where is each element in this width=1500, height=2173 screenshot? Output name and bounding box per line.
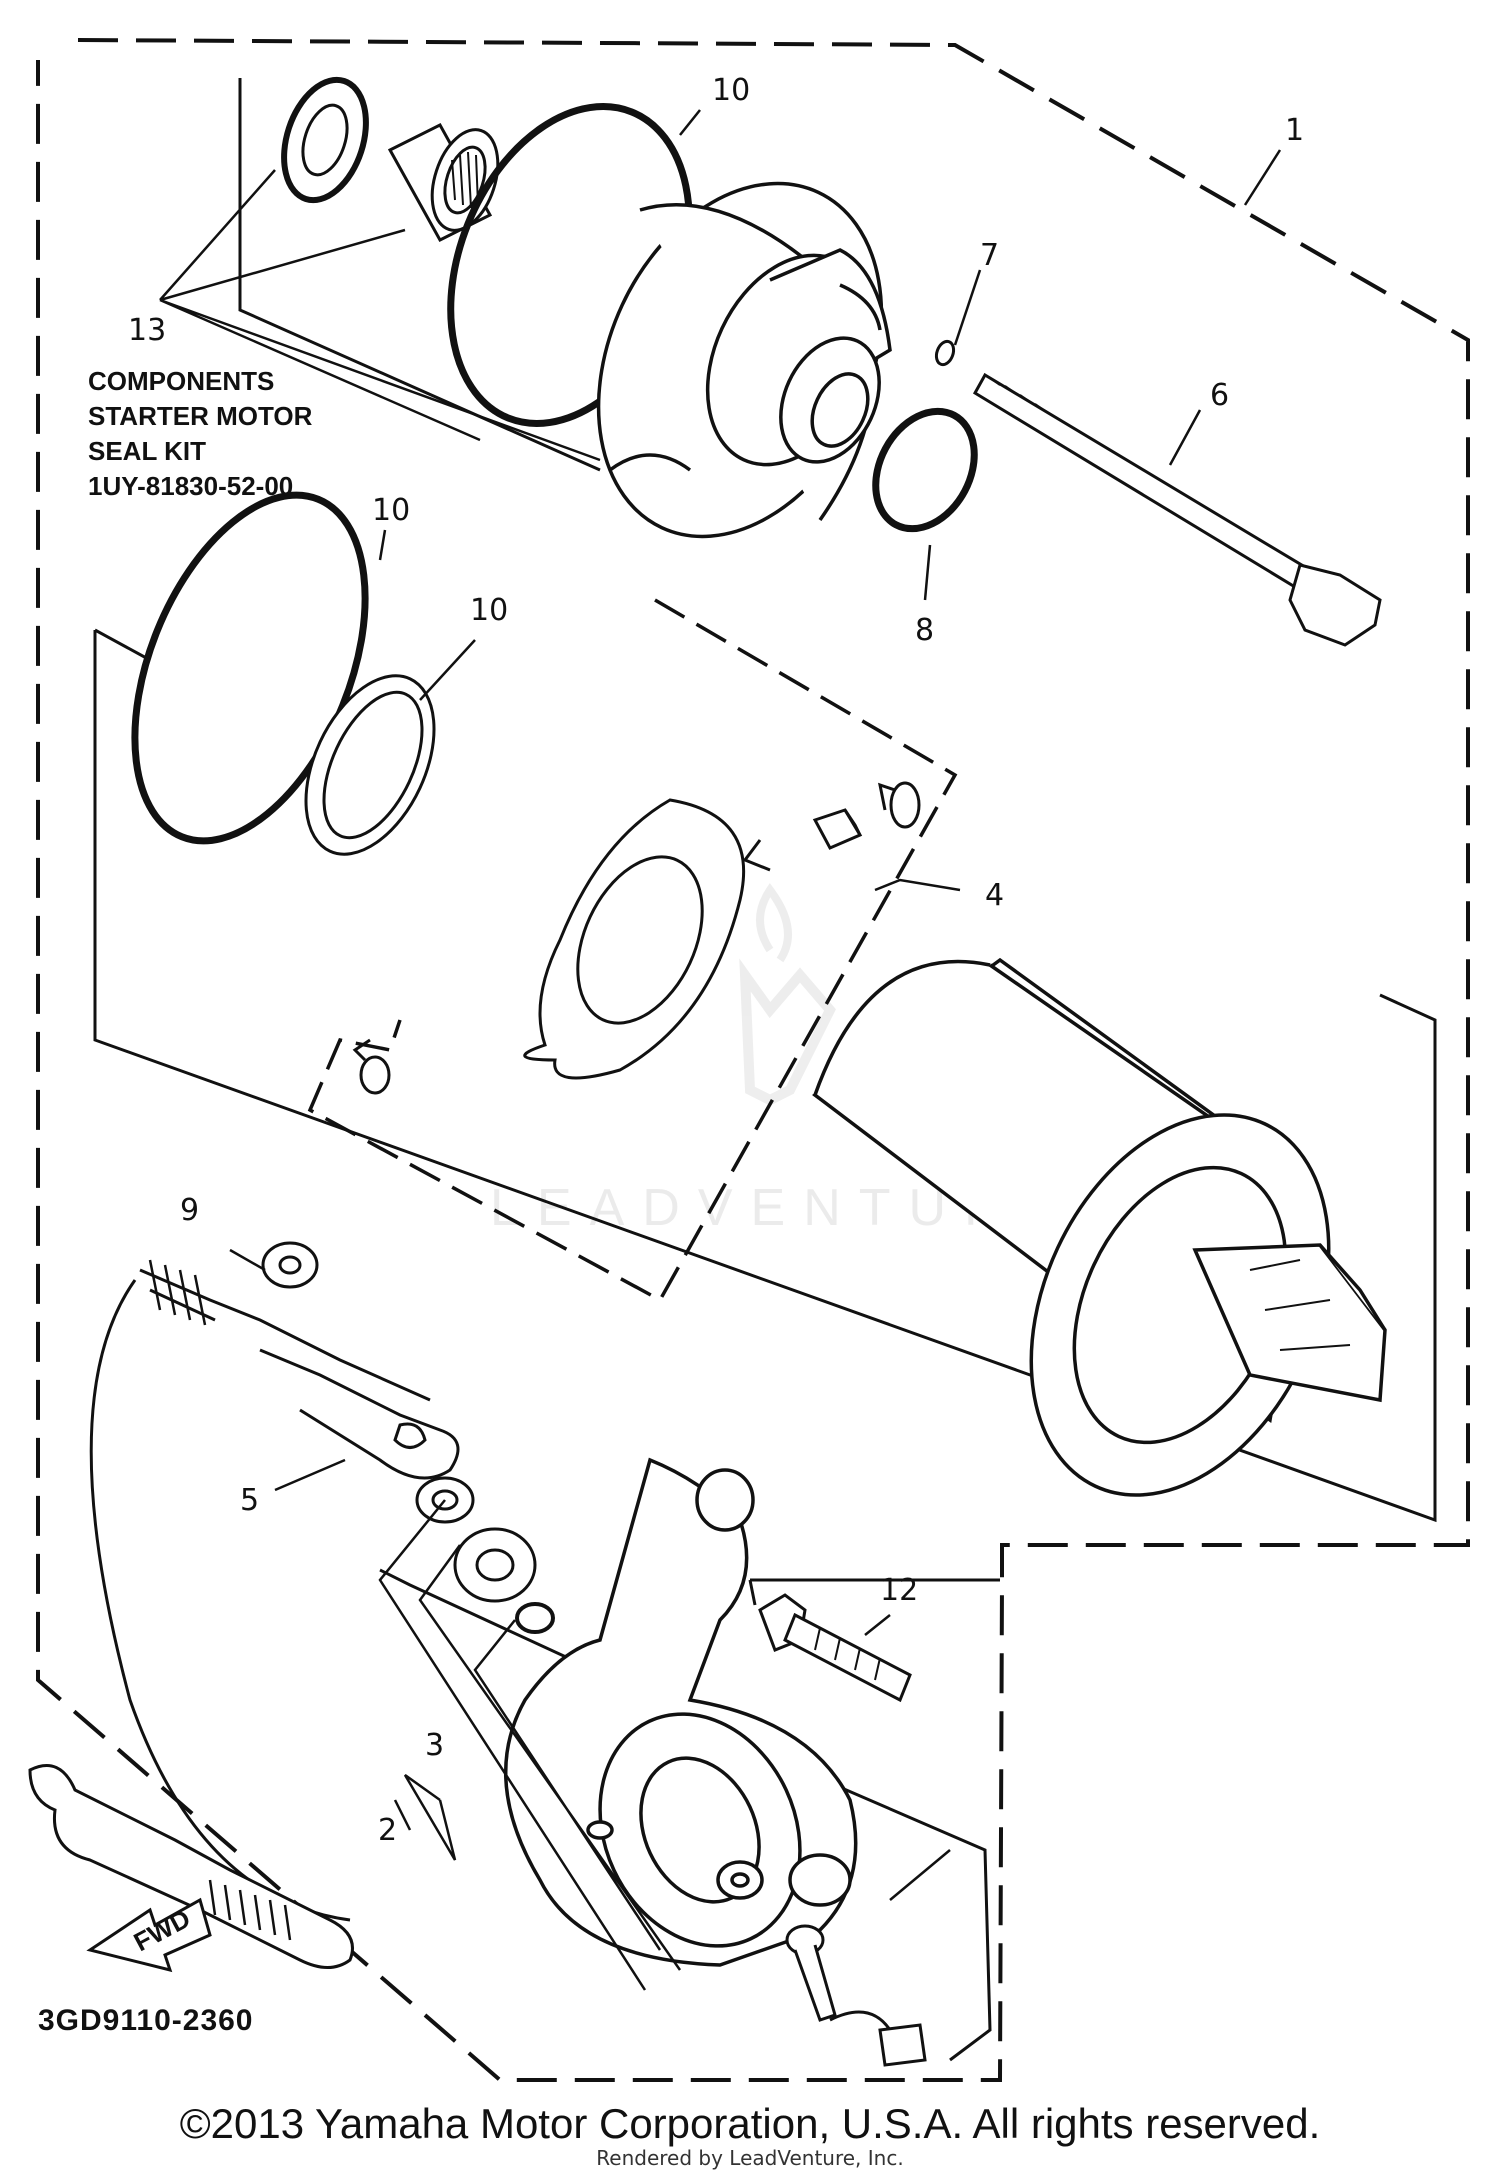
copyright-text: ©2013 Yamaha Motor Corporation, U.S.A. A…	[180, 2100, 1321, 2147]
fwd-arrow: FWD	[86, 1897, 212, 1973]
kit-line-3: SEAL KIT	[88, 436, 206, 466]
callout-1: 1	[1285, 113, 1304, 148]
diagram-code: 3GD9110-2360	[38, 2004, 254, 2037]
lead-wire	[89, 1259, 460, 1922]
callout-12: 12	[880, 1573, 918, 1608]
o-ring-small	[934, 339, 956, 367]
bolt-12	[758, 1593, 912, 1703]
brush-spring-top	[878, 781, 921, 829]
callout-5: 5	[240, 1483, 259, 1518]
rendered-by-text: Rendered by LeadVenture, Inc.	[596, 2146, 903, 2170]
bushing	[453, 1527, 537, 1603]
callout-8: 8	[915, 613, 934, 648]
through-bolt	[972, 372, 1382, 647]
callout-2: 2	[378, 1813, 397, 1848]
callout-4: 4	[985, 878, 1004, 913]
callout-13: 13	[128, 313, 166, 348]
assembly-outline	[36, 38, 1470, 2082]
washer	[304, 674, 436, 856]
leader-lines	[159, 109, 1282, 1991]
terminal-bolt	[785, 1924, 927, 2067]
callout-10-top: 10	[712, 73, 750, 108]
oil-seal	[281, 76, 369, 204]
seal-kit-note: COMPONENTS STARTER MOTOR SEAL KIT 1UY-81…	[88, 366, 313, 501]
callout-3: 3	[425, 1728, 444, 1763]
small-o-ring	[515, 1602, 555, 1634]
yoke-housing	[812, 957, 1387, 1497]
nut-9	[261, 1241, 319, 1289]
callout-labels: 10 1 7 6 13 8 10 10 4 9 5 12 3 2	[128, 73, 1304, 1848]
kit-line-2: STARTER MOTOR	[88, 401, 313, 431]
kit-line-1: COMPONENTS	[88, 366, 274, 396]
callout-7: 7	[980, 238, 999, 273]
needle-bearing	[387, 123, 500, 242]
callout-6: 6	[1210, 378, 1229, 413]
callout-10-middle: 10	[372, 493, 410, 528]
brush-holder-group-outline	[307, 598, 958, 1303]
terminal-boot	[28, 1764, 354, 1969]
callout-9: 9	[180, 1193, 199, 1228]
o-ring-medium	[872, 407, 978, 533]
brush-plate	[523, 798, 771, 1080]
brush-spring-bottom	[352, 1038, 391, 1095]
rear-cover	[504, 1457, 858, 1967]
brush-block	[812, 808, 863, 850]
callout-11: 10	[470, 593, 508, 628]
front-cover	[596, 181, 892, 539]
kit-line-4: 1UY-81830-52-00	[88, 471, 293, 501]
